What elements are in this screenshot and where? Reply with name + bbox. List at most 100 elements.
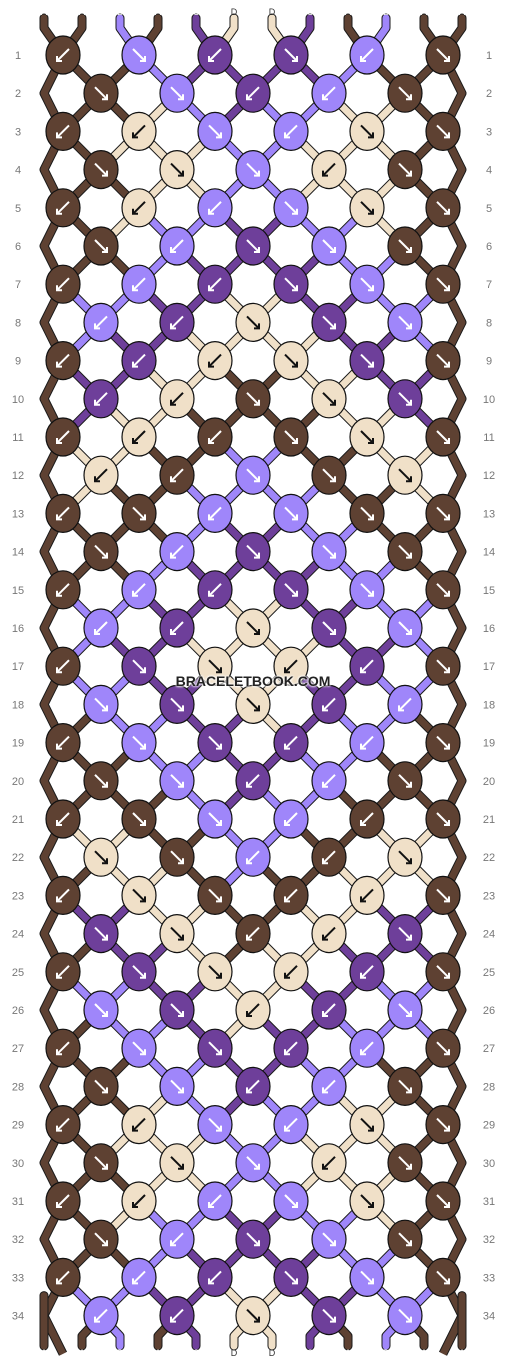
bottom-strand-label: C <box>193 1348 200 1358</box>
row-number-right: 16 <box>483 623 495 635</box>
arrow-head-icon <box>56 1278 62 1285</box>
arrow-head-icon <box>444 438 450 444</box>
arrow-down-right-icon <box>170 86 184 100</box>
arrow-head-icon <box>254 247 260 253</box>
arrow-down-right-icon <box>208 1117 222 1132</box>
knot <box>121 417 157 457</box>
arrow-down-right-icon <box>360 277 374 291</box>
row-number-left: 33 <box>12 1272 24 1284</box>
knot <box>45 570 81 610</box>
bottom-strand-label: D <box>269 1348 276 1358</box>
knot <box>45 188 81 228</box>
arrow-head-icon <box>284 132 290 139</box>
arrow-down-left-icon <box>94 315 108 330</box>
arrow-head-icon <box>132 208 138 215</box>
arrow-down-left-icon <box>360 659 374 673</box>
arrow-down-right-icon <box>94 544 108 559</box>
arrow-down-right-icon <box>322 544 336 559</box>
knot <box>311 73 347 113</box>
arrow-head-icon <box>170 1240 176 1247</box>
knot <box>349 1257 385 1298</box>
arrow-head-icon <box>444 972 450 979</box>
knot <box>311 226 347 266</box>
row-number-left: 14 <box>12 547 24 559</box>
arrow-head-icon <box>444 1125 450 1132</box>
arrow-head-icon <box>292 1202 298 1208</box>
row-number-left: 6 <box>15 241 21 253</box>
arrow-head-icon <box>330 629 336 635</box>
arrow-head-icon <box>254 552 260 559</box>
knot <box>387 379 423 419</box>
row-number-left: 12 <box>12 470 24 482</box>
arrow-down-right-icon <box>360 506 374 521</box>
knot <box>311 1219 347 1259</box>
knot <box>235 608 271 648</box>
arrow-down-right-icon <box>398 1308 412 1323</box>
arrow-down-right-icon <box>132 812 146 826</box>
row-number-right: 23 <box>483 890 495 902</box>
knot <box>159 608 195 648</box>
row-number-left: 22 <box>12 852 24 864</box>
knot <box>235 379 271 419</box>
row-number-right: 31 <box>483 1196 495 1208</box>
row-number-right: 9 <box>486 356 492 368</box>
knot <box>45 111 81 151</box>
knot <box>273 188 309 228</box>
arrow-down-right-icon <box>398 239 412 253</box>
arrow-down-left-icon <box>94 1308 108 1323</box>
arrow-down-left-icon <box>208 48 222 62</box>
knot <box>349 493 385 534</box>
arrow-down-right-icon <box>322 315 336 330</box>
arrow-down-left-icon <box>132 1117 146 1132</box>
knot <box>349 875 385 916</box>
arrow-down-left-icon <box>360 965 374 979</box>
arrow-head-icon <box>360 972 366 979</box>
arrow-down-right-icon <box>436 277 450 291</box>
knot <box>83 1219 119 1259</box>
arrow-head-icon <box>170 1316 176 1323</box>
bottom-strand-label: A <box>41 1348 47 1358</box>
knot <box>425 1028 461 1068</box>
arrow-head-icon <box>284 743 290 750</box>
knot <box>425 417 461 457</box>
arrow-down-right-icon <box>322 468 336 482</box>
arrow-down-right-icon <box>398 621 412 635</box>
arrow-head-icon <box>406 247 412 253</box>
arrow-down-right-icon <box>170 926 184 941</box>
arrow-down-right-icon <box>94 1156 108 1170</box>
knot <box>197 646 233 686</box>
arrow-head-icon <box>406 858 412 865</box>
arrow-down-left-icon <box>94 468 108 482</box>
arrow-head-icon <box>368 514 374 521</box>
knot <box>159 990 195 1030</box>
knot <box>159 226 195 266</box>
arrow-head-icon <box>208 208 214 215</box>
knot <box>349 35 385 75</box>
row-number-left: 10 <box>12 394 24 406</box>
knot <box>45 722 81 763</box>
knot <box>235 1295 271 1336</box>
arrow-head-icon <box>56 208 62 215</box>
arrow-down-right-icon <box>246 621 260 635</box>
arrow-head-icon <box>216 1125 222 1132</box>
arrow-head-icon <box>140 896 146 903</box>
arrow-down-right-icon <box>132 965 146 979</box>
knot <box>159 1295 195 1336</box>
knot <box>425 722 461 763</box>
knot <box>311 1066 347 1107</box>
arrow-down-left-icon <box>56 1117 70 1132</box>
arrow-head-icon <box>368 1278 374 1285</box>
arrow-head-icon <box>94 1316 100 1323</box>
knot <box>159 73 195 113</box>
row-number-left: 19 <box>12 738 24 750</box>
top-strand-label: C <box>307 7 314 17</box>
arrow-down-left-icon <box>246 86 260 100</box>
knot <box>83 1143 119 1183</box>
arrow-head-icon <box>330 323 336 330</box>
row-number-right: 12 <box>483 470 495 482</box>
arrow-head-icon <box>360 743 366 750</box>
arrow-down-left-icon <box>322 697 336 712</box>
knot <box>425 341 461 381</box>
arrow-down-right-icon <box>246 1232 260 1246</box>
bottom-strand-label: A <box>345 1348 351 1358</box>
